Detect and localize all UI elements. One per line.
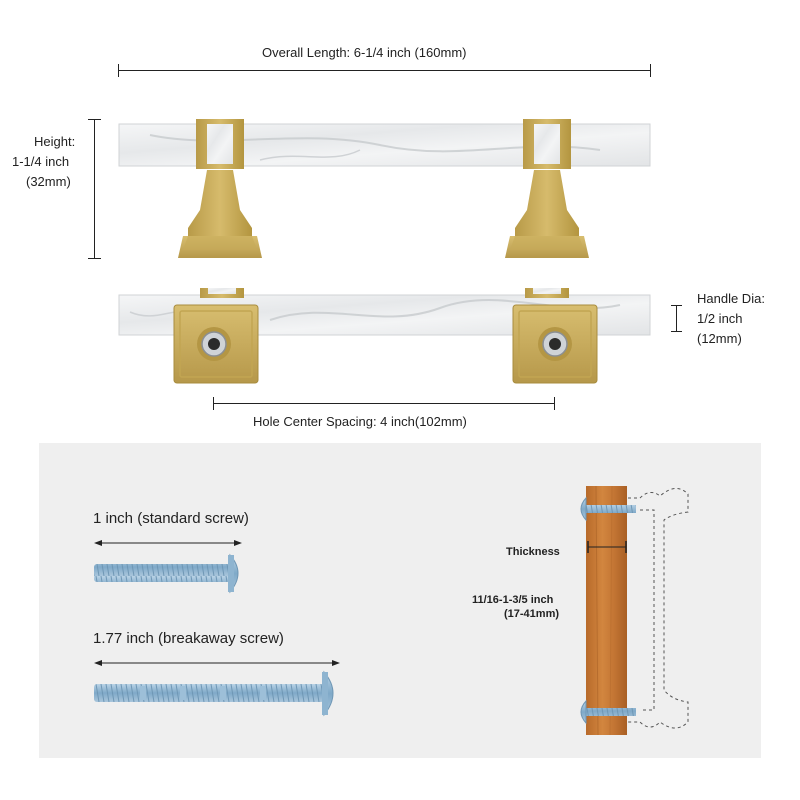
thickness-range-line1: 11/16-1-3/5 inch [472,594,554,606]
handle-illustration [118,119,651,384]
overall-length-dimension-line [118,70,651,71]
standard-screw-arrow [94,540,242,546]
height-label-line3: (32mm) [26,174,71,189]
breakaway-screw-label: 1.77 inch (breakaway screw) [93,630,284,647]
height-tick-top [88,119,101,120]
height-dimension-line [94,119,95,259]
thickness-indicator [587,541,627,553]
overall-length-tick-right [650,64,651,77]
brass-base-right [512,288,598,384]
wood-board [586,486,627,735]
breakaway-screw [94,670,334,717]
brass-post-left [178,119,262,258]
handle-dia-tick-bottom [671,331,682,332]
dashed-handle-outline [628,488,689,729]
height-label-line1: Height: [34,134,76,149]
brass-base-left [173,288,259,384]
height-label-line2: 1-1/4 inch [12,154,70,169]
brass-post-right [505,119,589,258]
breakaway-screw-arrow [94,660,340,666]
standard-screw-label: 1 inch (standard screw) [93,510,249,527]
handle-dia-label-line2: 1/2 inch [697,311,743,326]
thickness-range-line2: (17-41mm) [504,608,560,620]
handle-dia-label-line3: (12mm) [697,331,742,346]
screw-info-panel [39,443,761,758]
standard-screw [94,553,239,594]
handle-dia-tick-top [671,305,682,306]
thickness-label: Thickness [506,546,560,558]
overall-length-tick-left [118,64,119,77]
handle-dia-dimension-line [676,305,677,332]
overall-length-label: Overall Length: 6-1/4 inch (160mm) [262,45,467,60]
hole-spacing-tick-right [554,397,555,410]
screw-bottom [580,699,636,725]
hole-spacing-label: Hole Center Spacing: 4 inch(102mm) [253,414,467,429]
hole-spacing-tick-left [213,397,214,410]
height-tick-bottom [88,258,101,259]
screw-top [580,496,636,522]
handle-dia-label-line1: Handle Dia: [697,291,765,306]
hole-spacing-dimension-line [213,403,555,404]
